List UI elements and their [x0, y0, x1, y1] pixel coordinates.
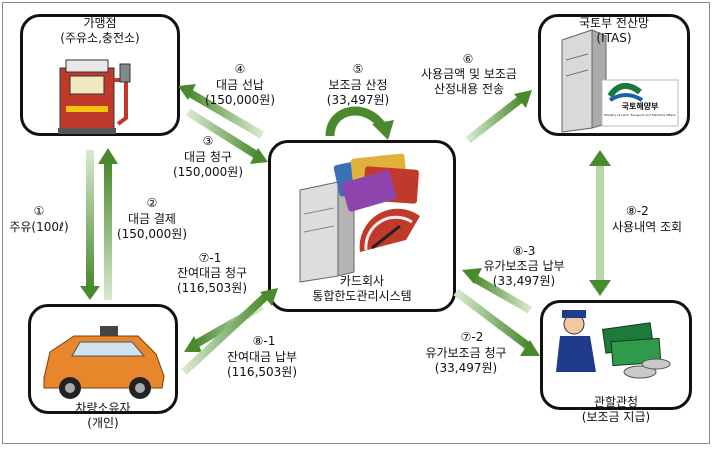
ministry-logo-icon [601, 79, 679, 127]
ministry-title: 국토부 전산망 [578, 16, 650, 30]
step-6-label: 사용금액 및 보조금 [421, 67, 517, 81]
step-8-2-num: ⑧-2 [626, 204, 649, 218]
step-8-3-num: ⑧-3 [512, 244, 536, 258]
office-subtitle: (보조금 지급) [581, 410, 651, 424]
step-8-3-label: 유가보조금 납부 [483, 259, 565, 273]
step-3-amount: (150,000원) [172, 165, 244, 179]
ministry-subtitle: (ITAS) [596, 31, 632, 45]
outer-frame [2, 2, 710, 444]
step-4-amount: (150,000원) [204, 93, 276, 107]
ministry-logo-text: 국토해양부 [621, 102, 659, 111]
step-7-2-amount: (33,497원) [434, 361, 498, 375]
credit-cards-icon [333, 153, 419, 212]
ministry-logo-subtext: Ministry of Land, Transport and Maritime… [604, 113, 676, 117]
card-company-title: 카드회사 [339, 274, 385, 288]
owner-subtitle: (개인) [87, 416, 119, 430]
step-2-amount: (150,000원) [116, 227, 188, 241]
step-2-label: 대금 결제 [128, 212, 176, 226]
step-4-num: ④ [234, 62, 246, 76]
step-7-2-label: 유가보조금 청구 [425, 346, 507, 360]
arrow-1-fuel [80, 150, 100, 300]
card-company-subtitle: 통합한도관리시스템 [312, 289, 412, 303]
step-7-1-num: ⑦-1 [198, 251, 222, 265]
arrow-8-1-remaining-pay [181, 288, 278, 375]
step-5-num: ⑤ [352, 62, 364, 76]
step-5-amount: (33,497원) [326, 93, 390, 107]
step-1-num: ① [33, 204, 45, 218]
station-title: 가맹점 [83, 16, 117, 30]
step-4-label: 대금 선납 [216, 78, 264, 92]
officer-money-icon [556, 310, 671, 379]
step-1-label: 주유(100ℓ) [9, 220, 69, 234]
step-8-2-label: 사용내역 조회 [612, 220, 683, 234]
step-8-1-label: 잔여대금 납부 [226, 350, 298, 364]
step-2-num: ② [146, 196, 158, 210]
step-8-1-num: ⑧-1 [252, 334, 276, 348]
step-6-num: ⑥ [462, 52, 474, 66]
arrow-6-transmit [465, 90, 532, 144]
station-subtitle: (주유소,충전소) [60, 31, 140, 45]
step-6-label-2: 산정내용 전송 [433, 82, 505, 96]
arrow-4-prepay [178, 84, 265, 139]
step-7-1-amount: (116,503원) [176, 281, 248, 295]
arrow-7-2-subsidy-claim [453, 288, 540, 356]
arrow-3-charge [185, 108, 268, 164]
step-3-num: ③ [202, 134, 214, 148]
fuel-pump-icon [58, 59, 131, 134]
gauge-icon [359, 208, 420, 252]
arrow-8-3-subsidy-pay [462, 268, 532, 314]
step-3-label: 대금 청구 [184, 150, 232, 164]
step-7-1-label: 잔여대금 청구 [176, 266, 248, 280]
step-7-2-num: ⑦-2 [460, 330, 484, 344]
arrow-8-2-inquiry [589, 150, 611, 296]
step-8-3-amount: (33,497원) [492, 274, 556, 288]
office-title: 관할관청 [593, 395, 639, 409]
arrow-5-subsidy-calc [325, 106, 394, 140]
step-8-1-amount: (116,503원) [226, 365, 298, 379]
owner-title: 차량소유자 [75, 401, 131, 415]
arrow-2-payment [98, 148, 118, 300]
taxi-car-icon [43, 326, 165, 399]
step-5-label: 보조금 산정 [328, 78, 388, 92]
